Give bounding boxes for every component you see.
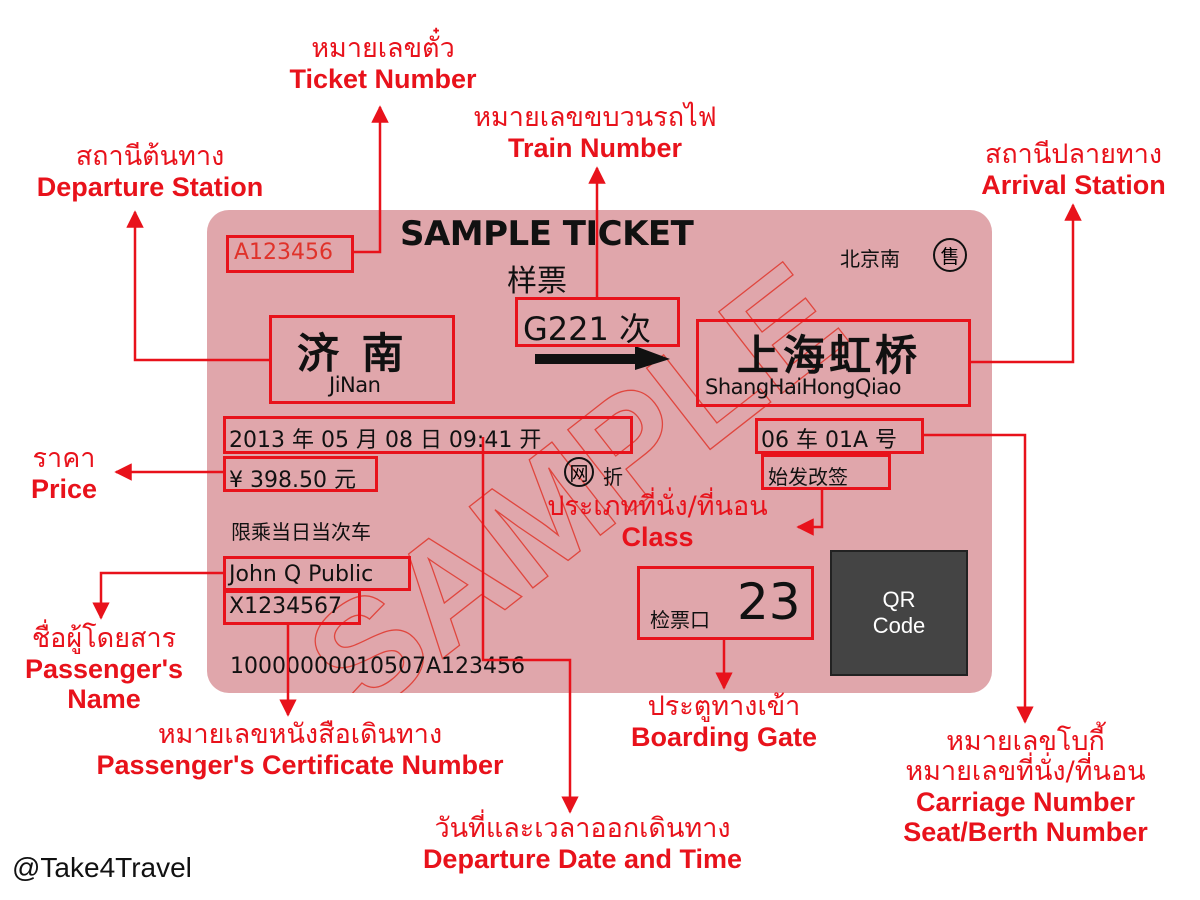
barcode-number: 10000000010507A123456 xyxy=(230,654,525,679)
label-class-th: ประเภทที่นั่ง/ที่นอน xyxy=(547,491,768,522)
seat-highlight xyxy=(755,418,924,454)
price-highlight xyxy=(223,456,378,492)
sold-seal: 售 xyxy=(933,238,967,272)
restriction-note: 限乘当日当次车 xyxy=(231,520,371,544)
label-passenger-name: ชื่อผู้โดยสาร Passenger's Name xyxy=(4,623,204,715)
train-number-highlight xyxy=(515,297,680,347)
arrival-station-pinyin: ShangHaiHongQiao xyxy=(705,375,902,399)
discount-mark: 折 xyxy=(603,465,623,489)
label-arrival-station-en: Arrival Station xyxy=(981,170,1166,200)
label-price-en: Price xyxy=(30,474,98,504)
label-departure-datetime: วันที่และเวลาออกเดินทาง Departure Date a… xyxy=(380,813,785,875)
label-departure-station: สถานีต้นทาง Departure Station xyxy=(12,141,288,203)
label-boarding-gate-th: ประตูทางเข้า xyxy=(647,691,801,722)
issuing-station: 北京南 xyxy=(840,247,900,271)
online-seal: 网 xyxy=(564,457,594,487)
label-ticket-number-en: Ticket Number xyxy=(289,64,477,94)
gate-highlight xyxy=(637,566,814,640)
label-boarding-gate-en: Boarding Gate xyxy=(630,722,818,752)
label-arrival-station: สถานีปลายทาง Arrival Station xyxy=(956,139,1191,201)
label-class-en: Class xyxy=(621,522,694,552)
label-class: ประเภทที่นั่ง/ที่นอน Class xyxy=(505,491,810,553)
label-departure-station-en: Departure Station xyxy=(36,172,264,202)
label-arrival-station-th: สถานีปลายทาง xyxy=(984,139,1163,170)
label-seat-th: หมายเลขที่นั่ง/ที่นอน xyxy=(905,756,1146,787)
qr-line-1: QR xyxy=(882,587,916,612)
label-price-th: ราคา xyxy=(32,443,96,474)
direction-arrow-icon xyxy=(535,346,670,370)
qr-line-2: Code xyxy=(872,613,926,638)
ticket-price: ¥ 398.50 元 xyxy=(229,468,356,493)
label-certificate-number-th: หมายเลขหนังสือเดินทาง xyxy=(157,719,443,750)
label-train-number-en: Train Number xyxy=(507,133,683,163)
departure-station-highlight xyxy=(269,315,455,404)
label-ticket-number-th: หมายเลขตั๋ว xyxy=(311,33,455,64)
ticket-number-highlight xyxy=(226,235,354,273)
label-departure-station-th: สถานีต้นทาง xyxy=(75,141,225,172)
datetime-highlight xyxy=(223,416,633,454)
carriage-seat: 06 车 01A 号 xyxy=(761,428,898,453)
sample-ticket-title-cn: 样票 xyxy=(507,264,567,299)
ticket-class: 始发改签 xyxy=(768,465,848,489)
passenger-name: John Q Public xyxy=(229,562,374,587)
label-certificate-number: หมายเลขหนังสือเดินทาง Passenger's Certif… xyxy=(55,719,545,781)
departure-station-cn: 济 南 xyxy=(297,329,408,378)
sample-ticket-title: SAMPLE TICKET xyxy=(400,214,694,254)
label-passenger-name-th: ชื่อผู้โดยสาร xyxy=(31,623,177,654)
label-price: ราคา Price xyxy=(14,443,114,505)
class-highlight xyxy=(761,454,891,490)
arrival-station-cn: 上海虹桥 xyxy=(737,331,922,380)
departure-station-pinyin: JiNan xyxy=(329,373,381,397)
passenger-name-arrow xyxy=(92,571,223,620)
label-passenger-name-en2: Name xyxy=(67,684,141,714)
label-departure-datetime-th: วันที่และเวลาออกเดินทาง xyxy=(434,813,731,844)
label-train-number-th: หมายเลขขบวนรถไฟ xyxy=(473,102,717,133)
gate-number: 23 xyxy=(737,573,801,631)
label-carriage-seat: หมายเลขโบกี้ หมายเลขที่นั่ง/ที่นอน Carri… xyxy=(868,726,1183,848)
label-train-number: หมายเลขขบวนรถไฟ Train Number xyxy=(430,102,760,164)
image-credit: @Take4Travel xyxy=(12,852,192,883)
label-ticket-number: หมายเลขตั๋ว Ticket Number xyxy=(268,33,498,95)
passenger-id-highlight xyxy=(223,590,361,625)
label-boarding-gate: ประตูทางเข้า Boarding Gate xyxy=(605,691,843,753)
label-certificate-number-en: Passenger's Certificate Number xyxy=(96,750,504,780)
train-number: G221 次 xyxy=(523,310,652,348)
qr-code: QR Code xyxy=(830,550,968,676)
label-seat-en: Seat/Berth Number xyxy=(903,817,1148,847)
arrival-station-highlight xyxy=(696,319,971,407)
gate-label: 检票口 xyxy=(650,608,710,632)
label-departure-datetime-en: Departure Date and Time xyxy=(422,844,743,874)
passenger-name-highlight xyxy=(223,556,411,591)
passenger-id: X1234567 xyxy=(229,594,343,619)
label-passenger-name-en1: Passenger's xyxy=(24,654,184,684)
label-carriage-en: Carriage Number xyxy=(915,787,1136,817)
label-carriage-th: หมายเลขโบกี้ xyxy=(946,726,1105,757)
